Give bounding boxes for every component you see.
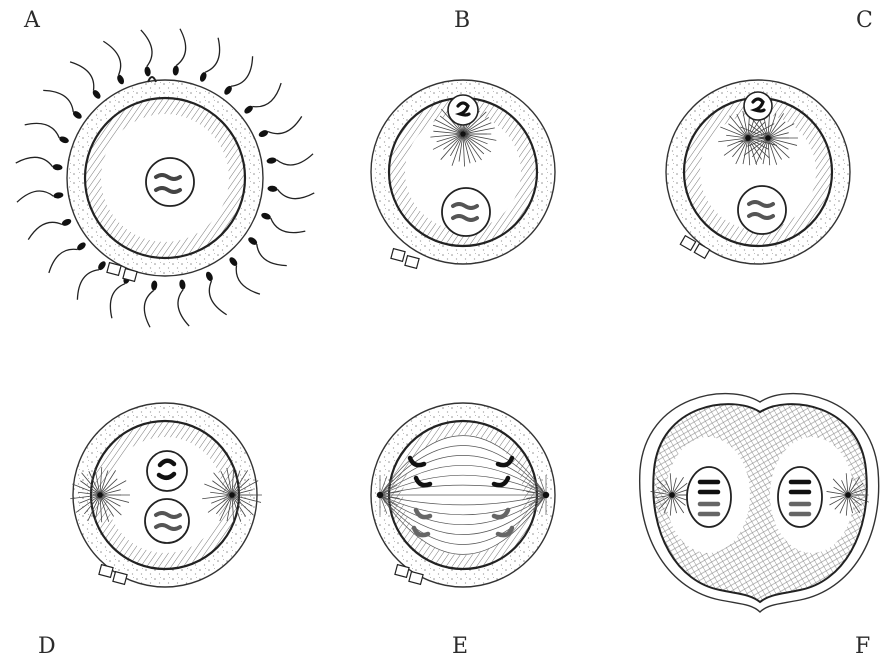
panel-label-a: A: [24, 8, 41, 33]
female-pronucleus-d: [145, 499, 189, 543]
panel-b-pronuclei: [371, 80, 555, 268]
panel-d-pronuclei-meet: [70, 403, 262, 587]
panel-label-d: D: [38, 634, 57, 659]
male-pronucleus-b: [448, 95, 478, 125]
female-pronucleus-b: [442, 188, 490, 236]
panel-label-c: C: [856, 8, 874, 33]
panel-f-cleavage: [640, 394, 879, 612]
egg-nucleus-a: [146, 158, 194, 206]
panel-label-b: B: [454, 8, 471, 33]
male-pronucleus-d: [147, 451, 187, 491]
male-pronucleus-c: [744, 92, 772, 120]
daughter-nucleus-right: [778, 467, 822, 527]
female-pronucleus-c: [738, 186, 786, 234]
panel-e-anaphase: [371, 403, 555, 587]
panel-a-egg-with-sperm: [16, 29, 315, 328]
panel-label-f: F: [855, 634, 871, 659]
daughter-nucleus-left: [687, 467, 731, 527]
panel-c-centrosome-duplication: [666, 80, 850, 264]
panel-label-e: E: [452, 634, 469, 659]
